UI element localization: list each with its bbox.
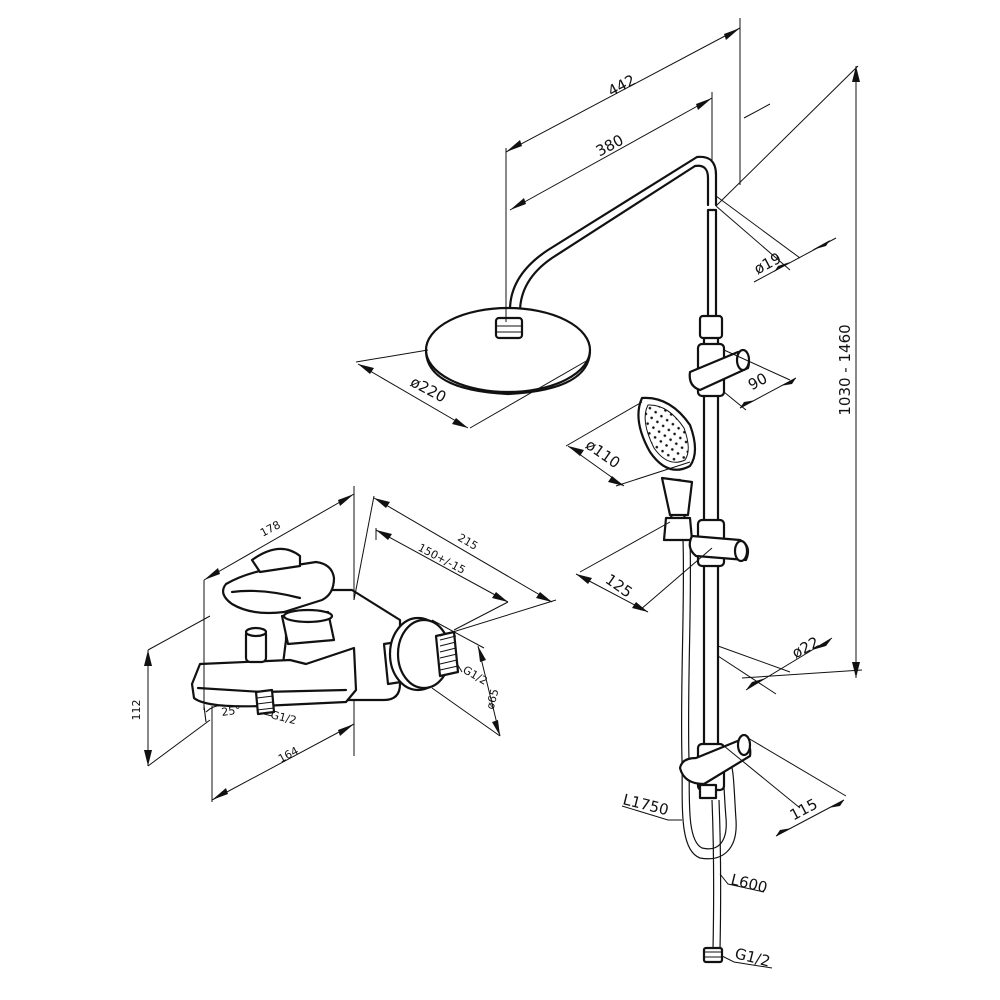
dim-slider-depth: 90 (745, 369, 770, 394)
dim-angle: 25° (221, 703, 242, 719)
dim-pipe-diameter: ø19 (751, 249, 784, 278)
dim-mixer-width: 178 (258, 518, 283, 539)
dim-arm-reach: 380 (593, 131, 627, 160)
shower-dimensions: 442 380 ø19 1030 - 1460 ø220 (355, 18, 863, 971)
label-thread-bottom: G1/2 (733, 944, 772, 970)
bottom-thread-connector (702, 946, 724, 964)
dim-mixer-center-distance: 150+/-15 (416, 541, 468, 577)
dim-mixer-height: 112 (130, 700, 143, 721)
dim-rail-diameter: ø22 (789, 633, 822, 662)
dim-height-range: 1030 - 1460 (836, 324, 854, 415)
dim-flange-diameter: ø65 (484, 688, 502, 711)
rain-shower-head (424, 306, 592, 396)
bath-mixer (190, 547, 460, 716)
slider-bottom (678, 733, 752, 800)
dim-hand-diameter: ø110 (582, 436, 623, 472)
shower-hose (680, 539, 737, 951)
label-thread-outlet: G1/2 (269, 708, 298, 727)
slider-middle (688, 518, 750, 568)
shower-rail (702, 208, 720, 762)
dim-mixer-depth: 215 (455, 531, 480, 553)
dim-bottom-holder-depth: 115 (787, 795, 821, 824)
overhead-arm (508, 155, 718, 327)
label-hose-long: L1750 (621, 790, 671, 819)
shower-system (424, 155, 752, 964)
dim-width-total: 442 (605, 71, 639, 100)
dim-holder-offset: 125 (602, 570, 636, 601)
rail-top-clamp (698, 314, 724, 340)
hand-shower (637, 396, 697, 542)
label-hose-short: L600 (729, 870, 769, 896)
slider-upper (688, 342, 751, 398)
dim-spout-length: 164 (276, 744, 301, 765)
